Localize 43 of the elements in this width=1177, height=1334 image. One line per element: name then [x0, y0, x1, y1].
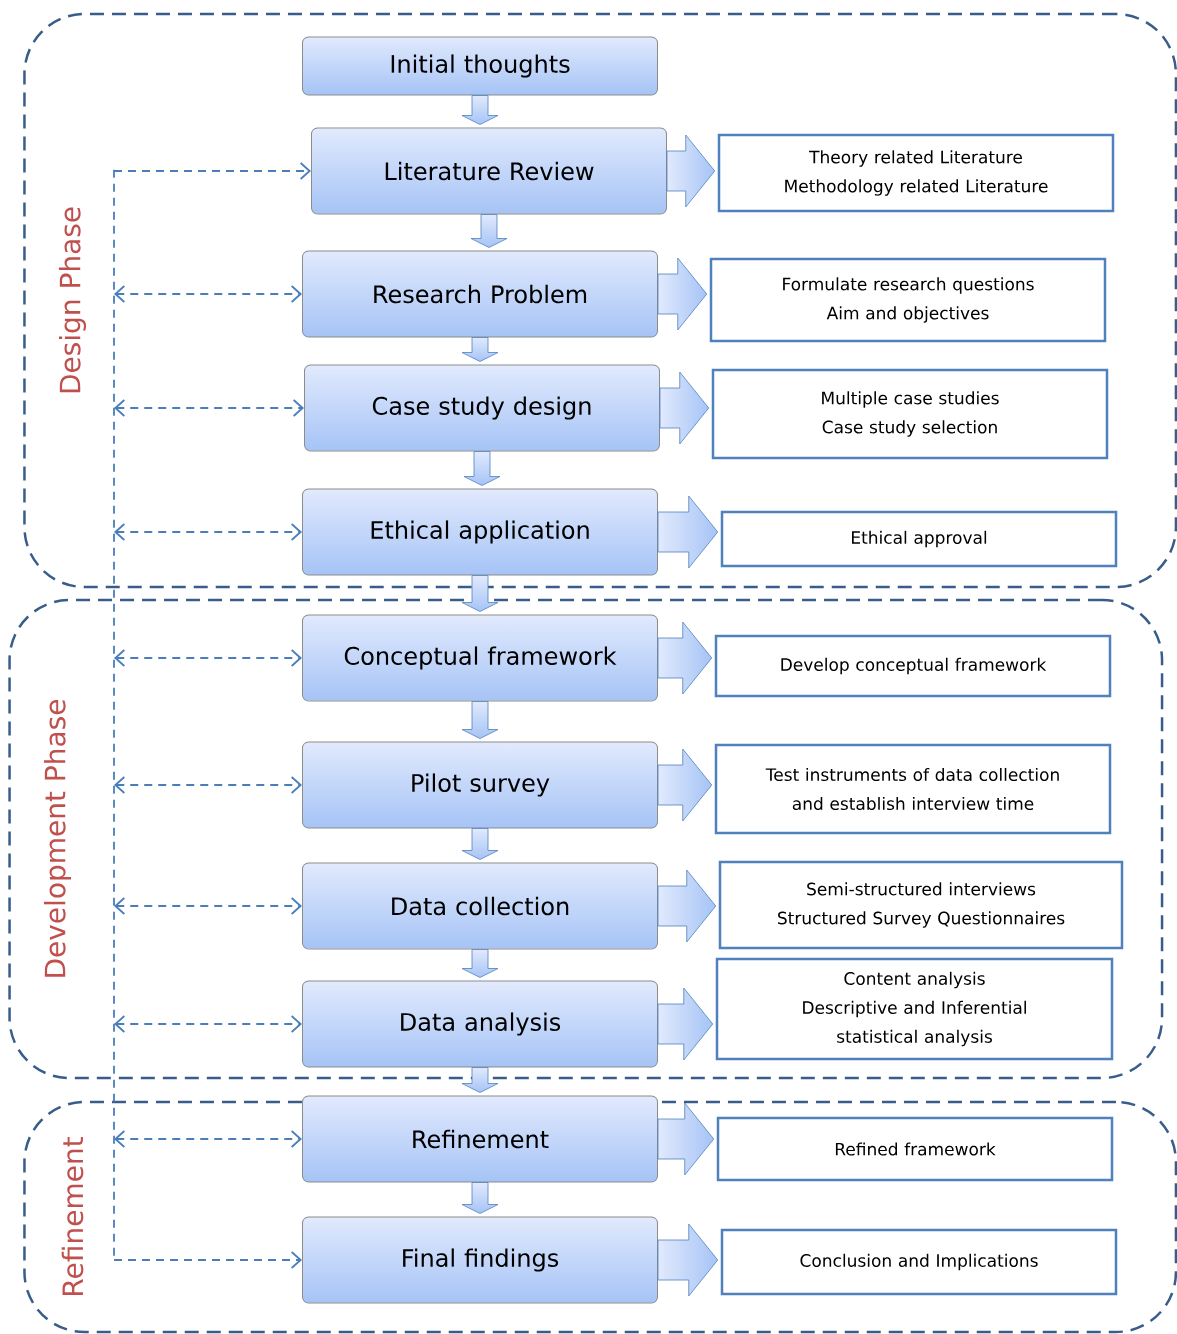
- block-arrow: [657, 495, 719, 569]
- down-arrow: [461, 575, 499, 612]
- block-arrow: [657, 1102, 715, 1176]
- dashed-arrow: [113, 1251, 302, 1269]
- block-arrow: [657, 1223, 719, 1297]
- dashed-arrow: [114, 776, 302, 794]
- block-arrow: [659, 371, 710, 445]
- block-arrow: [657, 748, 713, 822]
- dashed-arrow: [114, 649, 302, 667]
- down-arrow: [461, 95, 499, 125]
- detail-box: Develop conceptual framework: [714, 634, 1112, 698]
- down-arrow: [461, 828, 499, 860]
- down-arrow: [461, 1067, 499, 1093]
- block-arrow: [657, 869, 717, 943]
- dashed-arrow: [114, 897, 302, 915]
- block-arrow: [657, 257, 708, 331]
- down-arrow: [463, 451, 501, 486]
- detail-box: Semi-structured interviews Structured Survey Questionnaires: [718, 860, 1124, 950]
- down-arrow: [461, 337, 499, 362]
- block-arrow: [666, 134, 716, 208]
- dashed-arrow: [114, 1130, 302, 1148]
- detail-box: Theory related Literature Methodology related Literature: [717, 133, 1115, 213]
- detail-box: Content analysis Descriptive and Inferential statistical analysis: [715, 957, 1114, 1061]
- dashed-arrow: [113, 162, 311, 180]
- detail-box: Test instruments of data collection and establish interview time: [714, 743, 1112, 835]
- detail-box: Ethical approval: [720, 510, 1118, 568]
- phase-label: Refinement: [61, 1137, 84, 1295]
- down-arrow: [461, 949, 499, 978]
- dashed-arrow: [114, 399, 304, 417]
- phase-label: Development Phase: [43, 700, 72, 977]
- dashed-arrow: [114, 285, 302, 303]
- dashed-arrow: [114, 523, 302, 541]
- block-arrow: [657, 987, 714, 1061]
- detail-box: Refined framework: [716, 1116, 1114, 1182]
- down-arrow: [470, 214, 508, 248]
- down-arrow: [461, 701, 499, 739]
- phase-label: Design Phase: [58, 207, 87, 393]
- down-arrow: [461, 1182, 499, 1214]
- detail-box: Formulate research questions Aim and objectives: [709, 257, 1107, 343]
- dashed-arrow: [114, 1015, 302, 1033]
- block-arrow: [657, 621, 713, 695]
- detail-box: Conclusion and Implications: [720, 1228, 1118, 1296]
- detail-box: Multiple case studies Case study selection: [711, 368, 1109, 460]
